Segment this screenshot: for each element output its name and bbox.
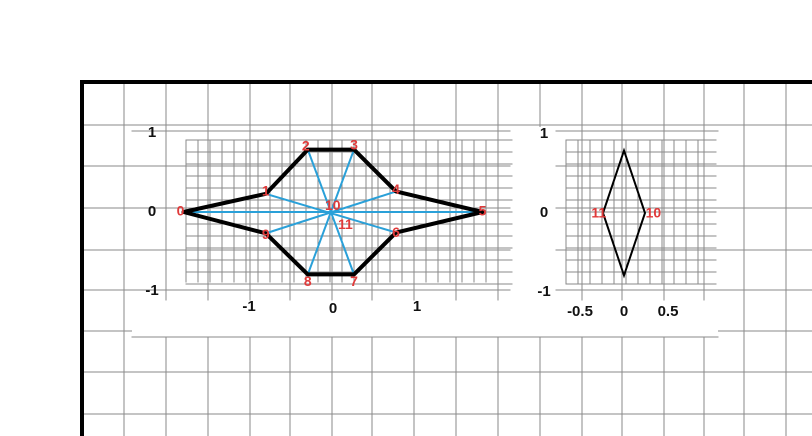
vertex-label-4: 4 [392, 181, 400, 197]
vertex-label-0: 0 [177, 203, 185, 219]
right-x-tick-label: 0.5 [658, 303, 679, 320]
y-tick-label: 1 [148, 124, 156, 141]
rhombus-label-10: 10 [646, 205, 662, 221]
x-tick-label: 1 [413, 298, 421, 315]
vertex-label-8: 8 [304, 273, 312, 289]
rhombus-label-11: 11 [591, 205, 606, 221]
spoke-line [264, 190, 398, 235]
rhombus-polygon [601, 147, 647, 279]
x-tick-label: -1 [242, 298, 255, 315]
vertex-label-1: 1 [262, 183, 270, 199]
y-tick-label: -1 [145, 282, 158, 299]
x-tick-label: 0 [329, 300, 337, 317]
vertex-label-7: 7 [350, 273, 358, 289]
y-tick-label: 0 [148, 203, 156, 220]
right-y-tick-label: 1 [540, 125, 548, 142]
right-y-tick-label: -1 [537, 283, 550, 300]
right-x-tick-label: 0 [620, 303, 628, 320]
right-x-tick-label: -0.5 [567, 303, 593, 320]
vertex-label-2: 2 [302, 137, 310, 153]
left-spokes [182, 148, 484, 276]
plot-panel [132, 127, 718, 337]
outline-polygon [181, 147, 485, 277]
vertex-label-5: 5 [479, 203, 487, 219]
right-plot-grid [555, 126, 719, 301]
left-outline [181, 147, 485, 277]
frame-border [80, 80, 812, 436]
right-rhombus [601, 147, 647, 279]
vertex-label-9: 9 [262, 226, 270, 242]
vertex-label-6: 6 [392, 224, 400, 240]
center-label-10: 10 [325, 197, 341, 213]
left-plot-grid [131, 126, 719, 338]
vertex-label-3: 3 [350, 136, 358, 152]
center-label-11: 11 [338, 216, 353, 232]
right-y-tick-label: 0 [540, 204, 548, 221]
